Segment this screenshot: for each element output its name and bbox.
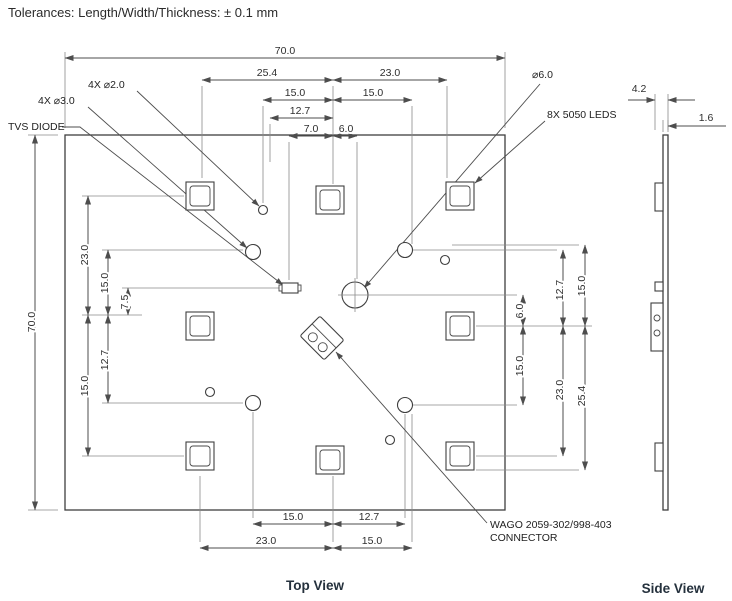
dim-label-bottom-23: 23.0 (256, 535, 277, 547)
wago-connector-part (300, 316, 344, 360)
dim-label-left-23: 23.0 (79, 245, 91, 266)
callout-connector-line2: CONNECTOR (490, 532, 558, 544)
center-hole-6mm (338, 278, 372, 312)
tolerance-note: Tolerances: Length/Width/Thickness: ± 0.… (8, 5, 278, 20)
callout-connector-line1: WAGO 2059-302/998-403 (490, 519, 612, 531)
led-top-left (185, 181, 215, 211)
dim-label-left-12-7: 12.7 (99, 350, 111, 371)
dim-top-row4: 7.0 6.0 (288, 121, 358, 280)
dim-label-top-12-7: 12.7 (290, 105, 311, 117)
side-pcb-body (662, 134, 669, 511)
top-view-label: Top View (286, 578, 345, 593)
led-mid-left (185, 311, 215, 341)
dim-side-pcb: 1.6 (662, 110, 726, 132)
hole-2mm-top-left (257, 204, 269, 216)
dim-top-row2: 15.0 15.0 (262, 85, 413, 244)
dim-label-overall-height: 70.0 (26, 312, 38, 333)
hole-3mm-bottom-right (396, 396, 414, 414)
led-top-center (315, 185, 345, 215)
dim-label-left-7-5: 7.5 (119, 295, 131, 310)
side-connector (650, 302, 664, 352)
hole-2mm-top-right (439, 254, 451, 266)
dim-right-group: 6.0 12.7 15.0 15.0 23.0 25.4 (372, 244, 592, 471)
dim-label-top-6: 6.0 (339, 123, 354, 135)
dim-label-side-4-2: 4.2 (632, 83, 647, 95)
callout-holes-small: 4X ⌀2.0 (88, 79, 125, 91)
dim-label-bottom-15-left: 15.0 (283, 511, 304, 523)
led-top-right (445, 181, 475, 211)
led-mid-right (445, 311, 475, 341)
dim-top-row1: 25.4 23.0 (201, 65, 448, 184)
tvs-diode-part (278, 282, 302, 294)
dim-label-top-15-right: 15.0 (363, 87, 384, 99)
dim-label-right-23: 23.0 (554, 380, 566, 401)
dim-left-lower: 12.7 15.0 (77, 314, 243, 457)
dim-left-overall-height: 70.0 (24, 134, 58, 511)
dim-label-right-15-lower: 15.0 (514, 356, 526, 377)
side-view-label: Side View (642, 581, 705, 596)
side-tvs (654, 281, 664, 292)
dim-label-right-12-7: 12.7 (554, 280, 566, 301)
dim-label-left-15-upper: 15.0 (99, 273, 111, 294)
side-view: 4.2 1.6 (628, 81, 726, 511)
callout-center-hole: ⌀6.0 (532, 69, 553, 81)
dim-label-top-23: 23.0 (380, 67, 401, 79)
dim-label-top-25-4: 25.4 (257, 67, 278, 79)
led-bottom-right (445, 441, 475, 471)
dim-label-bottom-15-right: 15.0 (362, 535, 383, 547)
hole-2mm-bottom-right (384, 434, 396, 446)
dim-label-top-15-left: 15.0 (285, 87, 306, 99)
dim-label-left-15-lower: 15.0 (79, 376, 91, 397)
dim-left-upper: 23.0 15.0 7.5 (77, 195, 280, 316)
dim-bottom-group: 15.0 12.7 23.0 15.0 (199, 412, 413, 552)
hole-3mm-top-left (244, 243, 262, 261)
hole-3mm-top-right (396, 241, 414, 259)
callout-tvs-diode: TVS DIODE (8, 121, 65, 133)
dim-label-overall-width: 70.0 (275, 45, 296, 57)
dim-top-row3: 12.7 (269, 103, 334, 162)
dim-label-top-7: 7.0 (304, 123, 319, 135)
dim-side-overall: 4.2 (628, 81, 695, 130)
side-led-bottom (654, 442, 664, 472)
side-led-top (654, 182, 664, 212)
callout-leaders (62, 83, 546, 524)
dim-label-right-25-4: 25.4 (576, 386, 588, 407)
hole-3mm-bottom-left (244, 394, 262, 412)
dim-top-overall-width: 70.0 (64, 43, 506, 128)
dim-label-right-6: 6.0 (514, 304, 526, 319)
dim-label-bottom-12-7: 12.7 (359, 511, 380, 523)
dim-label-side-1-6: 1.6 (699, 112, 714, 124)
led-bottom-left (185, 441, 215, 471)
led-bottom-center (315, 445, 345, 475)
callout-holes-large: 4X ⌀3.0 (38, 95, 75, 107)
dim-label-right-15-upper: 15.0 (576, 276, 588, 297)
callout-leds: 8X 5050 LEDS (547, 109, 616, 121)
hole-2mm-bottom-left (204, 386, 216, 398)
pcb-outline (64, 134, 506, 511)
